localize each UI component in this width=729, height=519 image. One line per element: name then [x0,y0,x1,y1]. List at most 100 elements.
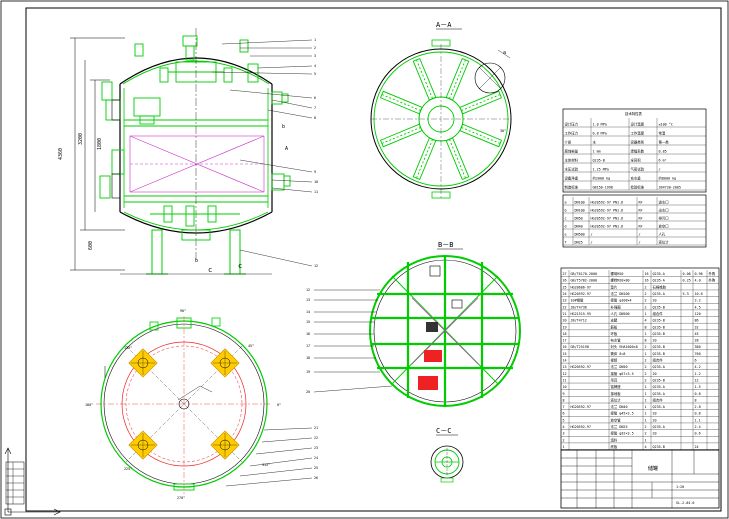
table-cell: 16 [645,272,649,276]
table-cell: 1 mm [593,149,601,153]
section-c-c-view: C－C [430,427,464,483]
table-cell: 16 [563,345,567,349]
table-cell: 接管 φ45×3.5 [611,411,634,416]
support-pad-pad-se [210,430,240,460]
table-cell: HG20592-97 PN1.6 [591,200,624,204]
table-cell: 接管 φ57×3.5 [611,371,634,376]
table-cell: 环板 [611,331,618,336]
table-cell: Q235-B [653,305,665,309]
svg-text:8: 8 [314,116,316,120]
svg-text:21: 21 [314,426,318,430]
table-cell: 1 [645,398,647,402]
svg-text:19: 19 [306,370,310,374]
table-cell: 封头 EHA1600×8 [611,344,638,349]
distribution-arm [412,57,437,101]
table-cell: ≤100 °C [659,122,673,126]
table-cell: 垫片 [611,284,618,289]
table-cell: 2 [645,372,647,376]
table-cell: 11 [563,378,567,382]
table-cell: 约2000 kg [593,175,611,180]
svg-text:12: 12 [314,264,318,268]
table-cell: DN100 [575,208,585,212]
table-cell: e [565,232,567,236]
table-cell: HG20592-97 PN1.6 [591,216,624,220]
support-pad-pad-nw [128,348,158,378]
table-cell: GB/T25198 [571,345,589,349]
table-cell: 设备净重 [565,175,579,180]
table-cell: 10.6 [695,292,703,296]
table-cell: 4 [645,319,647,323]
svg-text:12: 12 [306,288,310,292]
table-cell: 工作温度 [631,130,645,135]
table-cell: 进水口 [659,199,669,204]
table-cell: 吊耳 [611,378,618,382]
section-mark-b-upper: b [282,124,285,130]
table-cell: JB/T4736 [571,305,587,309]
table-cell: Q235-B [653,332,665,336]
table-cell: 3.2 [695,299,701,303]
table-cell: HG20592-97 [571,405,591,409]
table-cell: HG20592-97 [571,365,591,369]
table-cell: GB/T5782-2000 [571,279,598,283]
angle-label-30: 30° [500,129,506,133]
dimension-inner: 1800 [97,138,103,150]
table-cell: 12 [695,378,699,382]
table-cell: 接地板 [611,391,622,396]
table-cell: JB4730-2005 [659,185,681,189]
table-cell: 26 [563,279,567,283]
table-cell: 6 m³ [659,158,667,162]
table-cell: 13 [563,365,567,369]
callout-leaders-bb [313,289,393,393]
table-cell: 法兰 DN100 [611,291,630,296]
table-cell: 28 [695,339,699,343]
table-cell: 排污口 [659,215,669,220]
table-cell: 工作压力 [565,130,579,135]
table-cell: 6 [695,359,697,363]
table-cell: DN100 [575,200,585,204]
table-cell: 24 [563,292,567,296]
table-cell: 20 [653,412,657,416]
plan-view: 90° 270° 0° 180° 135° 45° 225° 315° 21 2… [85,309,318,500]
angle-label-45: 45° [248,344,254,348]
table-cell: 介质 [565,139,572,144]
svg-text:13: 13 [306,298,310,302]
angle-label-135: 135° [124,346,132,350]
table-cell: 1 [645,312,647,316]
svg-text:4: 4 [314,64,316,68]
table-cell: 20 [653,418,657,422]
table-cell: a [565,200,567,204]
table-cell: JB/T4712 [571,319,587,323]
table-cell: 2 [563,438,565,442]
table-cell: 2 [645,425,647,429]
section-mark-a-small: a [503,50,506,56]
bottom-internals [150,205,240,241]
tech-table-header: 技术特性表 [625,111,643,116]
table-cell: 2 [645,432,647,436]
table-cell: DN40 [575,224,583,228]
table-cell: / [639,232,641,236]
table-cell: 14 [563,359,567,363]
table-cell: 10 [563,385,567,389]
table-cell: 人孔 [659,231,666,236]
section-mark-a: A [285,146,288,152]
table-cell: 86 [695,319,699,323]
table-cell: 螺栓M20×80 [611,278,630,283]
table-cell: 22 [563,305,567,309]
angle-label-225: 225° [124,467,132,471]
table-cell: 6 [563,412,565,416]
svg-text:6: 6 [314,96,316,100]
table-cell: 1 [645,392,647,396]
